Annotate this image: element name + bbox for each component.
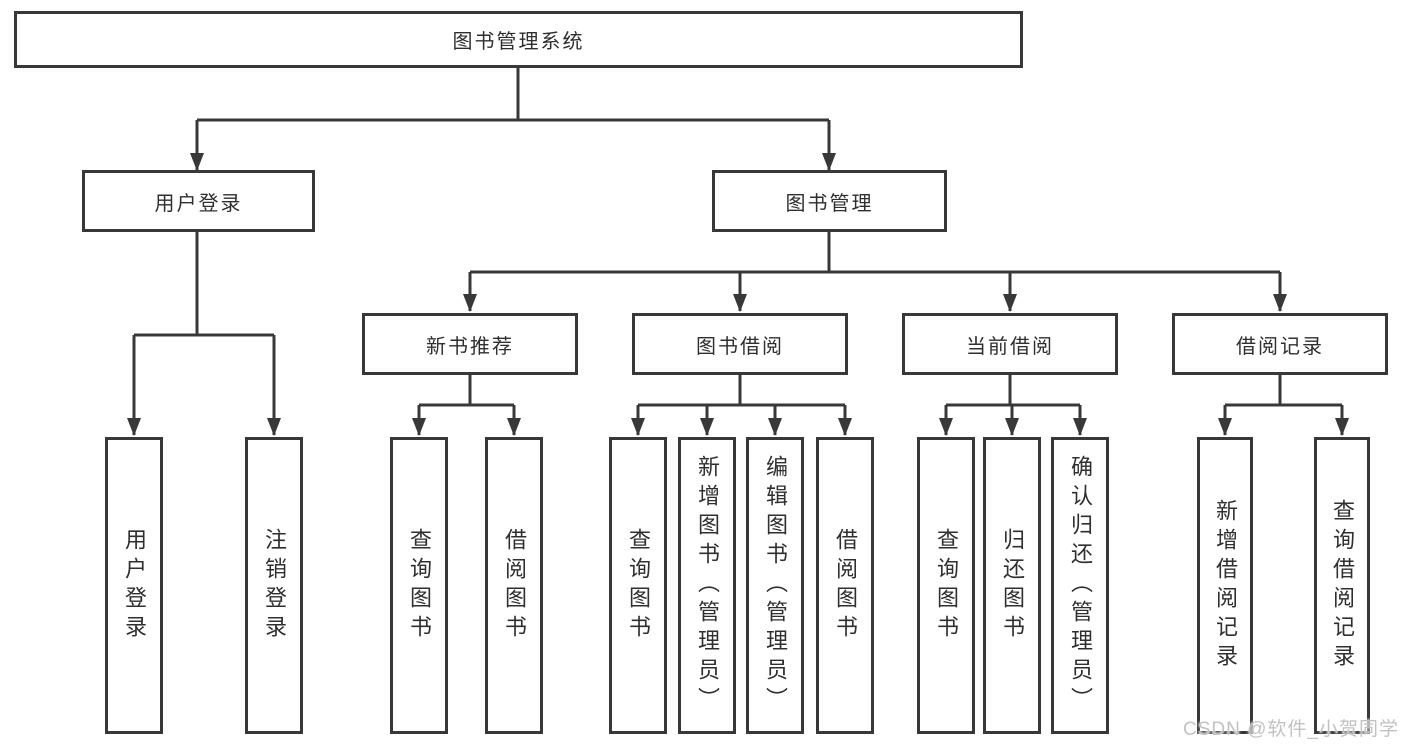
node-borrow-records-label: 借阅记录 [1236, 335, 1324, 358]
leaf-bb-query-book: 查询图书 [609, 437, 667, 734]
connector-user-login-bus [134, 232, 274, 337]
node-new-book-recommend-label: 新书推荐 [426, 335, 514, 358]
connector-current-borrow-bus [946, 375, 1080, 407]
node-book-borrow: 图书借阅 [632, 313, 848, 375]
node-new-book-recommend: 新书推荐 [362, 313, 578, 375]
node-user-login: 用户登录 [82, 170, 315, 232]
leaf-user-login: 用户登录 [105, 437, 163, 734]
leaf-br-query-record: 查询借阅记录 [1314, 437, 1370, 734]
node-user-login-label: 用户登录 [154, 192, 243, 215]
leaf-cb-query-book: 查询图书 [917, 437, 975, 734]
leaf-cb-return-book: 归还图书 [983, 437, 1041, 734]
node-borrow-records: 借阅记录 [1172, 313, 1388, 375]
node-book-management: 图书管理 [712, 170, 947, 232]
leaf-cb-confirm-return-admin-label: 确认归还（管理员） [1068, 455, 1093, 716]
leaf-logout: 注销登录 [245, 437, 303, 734]
node-root: 图书管理系统 [14, 11, 1023, 68]
leaf-bb-add-book-admin-label: 新增图书（管理员） [695, 455, 720, 716]
leaf-nb-query-book-label: 查询图书 [407, 527, 432, 644]
connector-root-bus [197, 68, 829, 122]
leaf-bb-edit-book-admin: 编辑图书（管理员） [746, 437, 804, 734]
leaf-bb-add-book-admin: 新增图书（管理员） [678, 437, 736, 734]
leaf-nb-query-book: 查询图书 [390, 437, 448, 734]
leaf-bb-query-book-label: 查询图书 [626, 527, 651, 644]
leaf-user-login-label: 用户登录 [122, 527, 147, 644]
node-book-management-label: 图书管理 [785, 192, 874, 215]
connector-new-book-bus [419, 375, 514, 407]
node-root-label: 图书管理系统 [452, 31, 585, 53]
leaf-br-add-record: 新增借阅记录 [1197, 437, 1253, 734]
node-book-borrow-label: 图书借阅 [696, 335, 784, 358]
connector-borrow-records-bus [1225, 375, 1342, 407]
leaf-bb-borrow-book: 借阅图书 [816, 437, 874, 734]
connector-book-borrow-bus [638, 375, 845, 407]
leaf-bb-edit-book-admin-label: 编辑图书（管理员） [763, 455, 788, 716]
csdn-watermark: CSDN @软件_小贺同学 [1183, 719, 1399, 740]
leaf-nb-borrow-book-label: 借阅图书 [502, 527, 527, 644]
leaf-nb-borrow-book: 借阅图书 [485, 437, 543, 734]
leaf-br-add-record-label: 新增借阅记录 [1213, 498, 1238, 673]
node-current-borrow: 当前借阅 [902, 313, 1118, 375]
leaf-br-query-record-label: 查询借阅记录 [1330, 498, 1355, 673]
leaf-logout-label: 注销登录 [262, 527, 287, 644]
leaf-cb-return-book-label: 归还图书 [1000, 527, 1025, 644]
leaf-bb-borrow-book-label: 借阅图书 [833, 527, 858, 644]
leaf-cb-confirm-return-admin: 确认归还（管理员） [1051, 437, 1109, 734]
node-current-borrow-label: 当前借阅 [966, 335, 1054, 358]
leaf-cb-query-book-label: 查询图书 [934, 527, 959, 644]
connector-book-management-bus [470, 232, 1280, 274]
